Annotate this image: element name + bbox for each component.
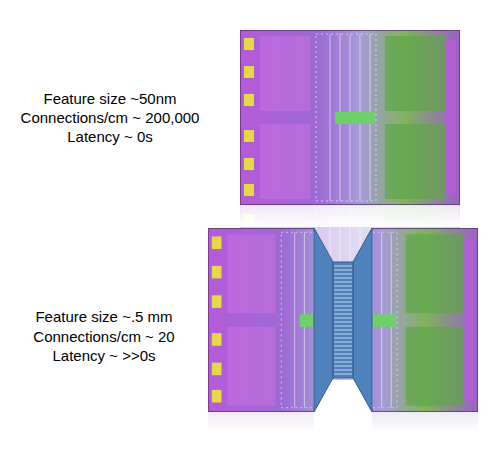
- bridge-wire: [334, 346, 352, 347]
- reflection-fade: [206, 412, 480, 434]
- bridge-wire: [334, 290, 352, 291]
- bridge-wire: [334, 314, 352, 315]
- chip-die: [266, 228, 478, 412]
- bridge-wire: [334, 302, 352, 303]
- bridge-wire: [334, 358, 352, 359]
- spec-text: Latency ~ >>0s: [53, 347, 156, 365]
- bridge-wire: [334, 318, 352, 319]
- bridge-wire: [334, 298, 352, 299]
- spec-text: Feature size ~.5 mm: [35, 308, 172, 326]
- bridge-wire: [334, 338, 352, 339]
- bridge-wire: [334, 274, 352, 275]
- bridge-wire: [334, 366, 352, 367]
- bridge-wire: [334, 330, 352, 331]
- bridge-wire: [334, 270, 352, 271]
- bridge-wire: [334, 322, 352, 323]
- spec-text: Connections/cm ~ 20: [33, 328, 174, 346]
- spec-text: Feature size ~50nm: [44, 90, 177, 108]
- spec-text: Latency ~ 0s: [67, 128, 152, 146]
- bridge-wire: [334, 334, 352, 335]
- bridge-wire: [334, 350, 352, 351]
- bridge-wire: [334, 282, 352, 283]
- bridge-wire: [334, 266, 352, 267]
- bridge-wire: [334, 294, 352, 295]
- connector-taper: [353, 228, 372, 412]
- bridge-wire: [334, 374, 352, 375]
- connector-taper: [314, 228, 333, 412]
- bridge-wires: [334, 266, 352, 374]
- bridge-wire: [334, 310, 352, 311]
- chip-die: [240, 30, 460, 205]
- bridge-wire: [334, 278, 352, 279]
- bridge-wire: [334, 370, 352, 371]
- bridge-wire: [334, 286, 352, 287]
- bridge-wire: [334, 326, 352, 327]
- bridge-wire: [334, 354, 352, 355]
- reflection-fade: [238, 205, 462, 227]
- bridge-wire: [334, 306, 352, 307]
- bridge-wire: [334, 362, 352, 363]
- chip-right: [266, 228, 478, 412]
- connector-bridge: [333, 262, 353, 378]
- bridge-wire: [334, 342, 352, 343]
- spec-text: Connections/cm ~ 200,000: [21, 109, 200, 127]
